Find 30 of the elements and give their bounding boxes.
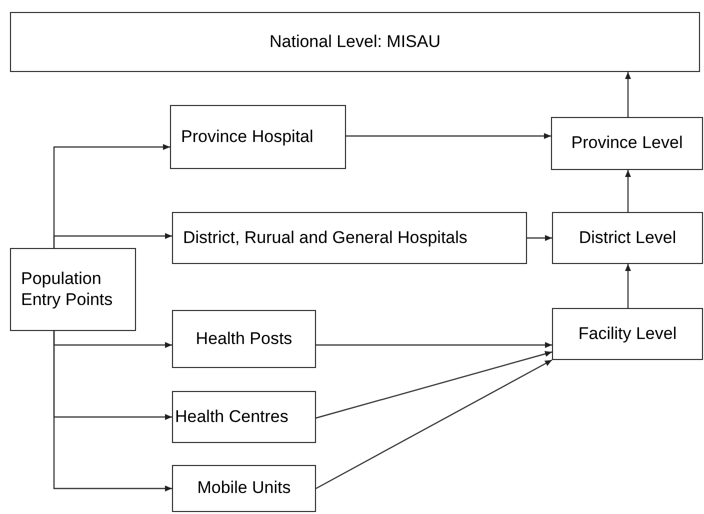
process-box: [170, 105, 346, 169]
box-label: Population Entry Points: [21, 269, 114, 310]
arrow: [527, 235, 552, 241]
box-label: District, Rurual and General Hospitals: [183, 228, 468, 248]
process-box: [552, 308, 703, 360]
box-label: District Level: [578, 228, 676, 248]
process-box: [10, 12, 700, 72]
box-label: Health Posts: [196, 328, 292, 350]
arrow: [346, 133, 551, 139]
arrow: [625, 264, 631, 308]
process-box: [172, 465, 316, 512]
box-label: Mobile Units: [197, 478, 291, 499]
arrow: [625, 72, 631, 117]
arrow: [53, 331, 172, 492]
box-label: National Level: MISAU: [269, 32, 441, 52]
process-box: [172, 212, 527, 264]
box-label: Facility Level: [578, 324, 677, 344]
box-label: Province Level: [571, 133, 683, 154]
arrow: [316, 342, 552, 348]
arrow: [625, 170, 631, 212]
process-box: [552, 212, 703, 264]
process-box: [172, 310, 316, 368]
arrow: [316, 359, 552, 490]
box-label: Health Centres: [175, 406, 288, 428]
arrow: [316, 351, 552, 419]
arrow: [53, 233, 172, 248]
process-box: [172, 391, 316, 443]
process-box: [10, 248, 136, 331]
process-box: [551, 117, 703, 170]
box-label: Province Hospital: [181, 126, 314, 148]
